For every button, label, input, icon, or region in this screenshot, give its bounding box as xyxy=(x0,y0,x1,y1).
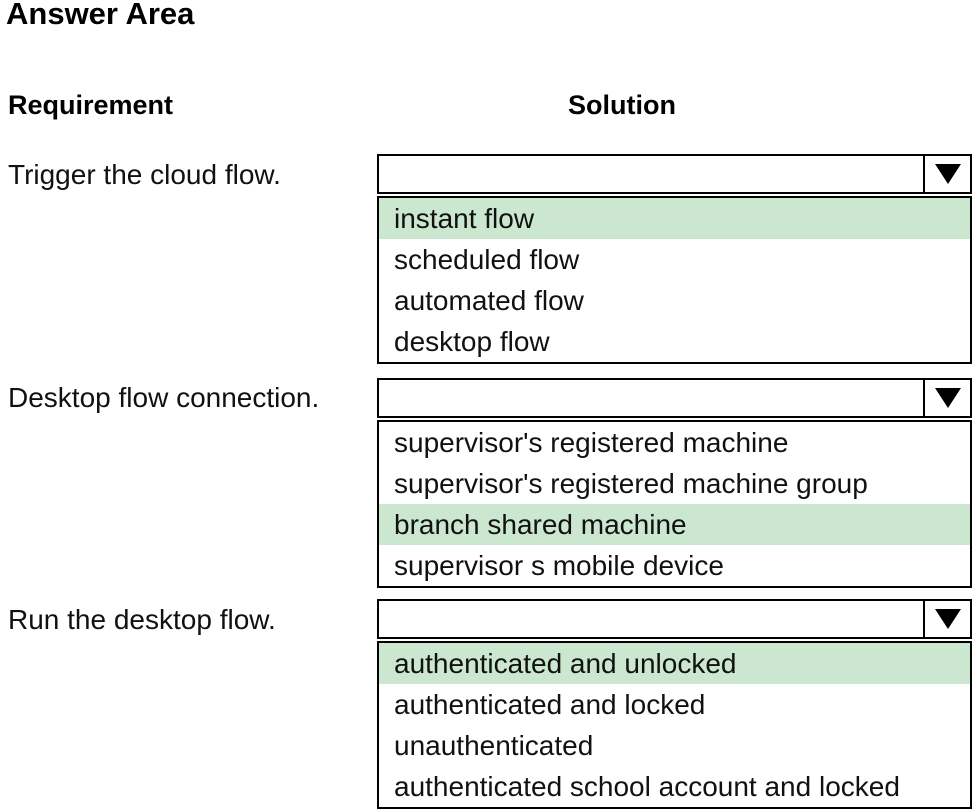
option-scheduled-flow[interactable]: scheduled flow xyxy=(394,244,580,275)
option-branch-shared-machine[interactable]: branch shared machine xyxy=(379,504,970,545)
dropdown-options-list: authenticated and unlocked authenticated… xyxy=(377,641,972,809)
dropdown-selected-value xyxy=(379,380,923,416)
solution-group-run-desktop-flow: authenticated and unlocked authenticated… xyxy=(377,599,972,809)
option-authenticated-and-unlocked[interactable]: authenticated and unlocked xyxy=(379,643,970,684)
option-automated-flow[interactable]: automated flow xyxy=(394,285,584,316)
solution-group-trigger-cloud-flow: instant flow scheduled flow automated fl… xyxy=(377,154,972,364)
dropdown-arrow-button[interactable] xyxy=(923,156,970,192)
requirement-label-run-desktop-flow: Run the desktop flow. xyxy=(8,604,276,635)
column-header-solution: Solution xyxy=(568,90,676,120)
dropdown-arrow-button[interactable] xyxy=(923,380,970,416)
dropdown-selected-value xyxy=(379,601,923,637)
option-supervisors-registered-machine-group[interactable]: supervisor's registered machine group xyxy=(394,468,868,499)
option-unauthenticated[interactable]: unauthenticated xyxy=(394,730,594,761)
requirement-label-desktop-flow-connection: Desktop flow connection. xyxy=(8,382,320,413)
dropdown-trigger-cloud-flow[interactable] xyxy=(377,154,972,194)
solution-group-desktop-flow-connection: supervisor's registered machine supervis… xyxy=(377,378,972,588)
option-desktop-flow[interactable]: desktop flow xyxy=(394,326,550,357)
caret-down-icon xyxy=(934,164,961,184)
requirement-label-trigger-cloud-flow: Trigger the cloud flow. xyxy=(8,159,281,190)
page-title: Answer Area xyxy=(6,0,195,31)
dropdown-options-list: supervisor's registered machine supervis… xyxy=(377,420,972,588)
option-instant-flow[interactable]: instant flow xyxy=(379,198,970,239)
caret-down-icon xyxy=(934,609,961,629)
dropdown-options-list: instant flow scheduled flow automated fl… xyxy=(377,196,972,364)
dropdown-arrow-button[interactable] xyxy=(923,601,970,637)
column-header-requirement: Requirement xyxy=(8,90,174,120)
dropdown-desktop-flow-connection[interactable] xyxy=(377,378,972,418)
option-authenticated-school-account-and-locked[interactable]: authenticated school account and locked xyxy=(394,771,900,802)
caret-down-icon xyxy=(934,388,961,408)
option-supervisor-s-mobile-device[interactable]: supervisor s mobile device xyxy=(394,550,724,581)
dropdown-selected-value xyxy=(379,156,923,192)
option-authenticated-and-locked[interactable]: authenticated and locked xyxy=(394,689,706,720)
option-supervisors-registered-machine[interactable]: supervisor's registered machine xyxy=(394,427,789,458)
dropdown-run-desktop-flow[interactable] xyxy=(377,599,972,639)
